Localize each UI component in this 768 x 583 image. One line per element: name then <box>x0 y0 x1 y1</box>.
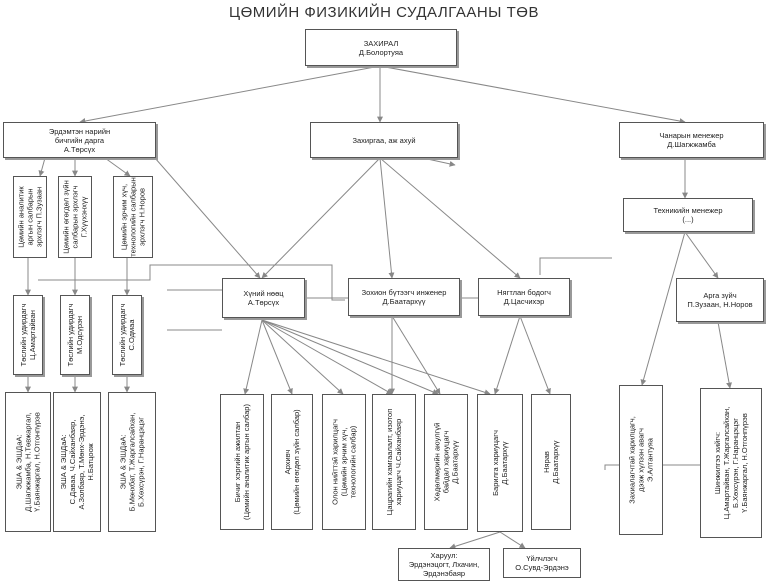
methodologist-title: Арга зүйч <box>703 291 737 300</box>
project-head-2: Төслийн удирдагч М.Одсүрэн <box>60 295 90 375</box>
staff-building: Барилга хариуцагч Д.Баатархүү <box>477 394 523 532</box>
lab-head-nuclear-data: Цөмийн өгөгдөл зүйн салбарын эрхлэгч Г.Х… <box>58 176 92 258</box>
hr-box: Хүний нөөц А.Төрсүх <box>222 278 305 318</box>
chart-title: ЦӨМИЙН ФИЗИКИЙН СУДАЛГААНЫ ТӨВ <box>229 4 539 21</box>
hr-title: Хүний нөөц <box>243 289 284 298</box>
design-engineer-name: Д.Баатархүү <box>382 297 426 306</box>
guards-box: Харуул: Эрдэнэцогт, Лхачин, Эрдэнэбаяр <box>398 548 490 581</box>
researchers-3: ЭША & ЭШДаА: Б.Мөнхбат, Т.Жаргалсайхан, … <box>108 392 156 532</box>
science-secretary-name: А.Төрсүх <box>63 144 96 154</box>
staff-occupational-safety: Хөдөлмөрийн аюулгүй байдал хариуцагч Д.Б… <box>424 394 468 530</box>
quality-manager-name: Д.Шагжжамба <box>667 140 716 149</box>
staff-client-relations: Захиалагчтай харилцагч, дээж хүлээн аваг… <box>619 385 663 535</box>
accountant-name: Д.Цасчихэр <box>503 297 545 306</box>
technical-manager-title: Техникийн менежер <box>653 206 723 215</box>
staff-archivist: Архивч (Цөмийн өгөгдөл зүйн салбар) <box>271 394 313 530</box>
design-engineer-box: Зохион бүтээгч инженер Д.Баатархүү <box>348 278 460 316</box>
staff-analysts: Шинжилгээ хийгч: Ц.Амартайван, Т.Жаргалс… <box>700 388 762 538</box>
director-name: Д.Болортуяа <box>358 47 404 57</box>
director-title: ЗАХИРАЛ <box>363 38 399 48</box>
staff-radiation-safety: Цацрагийн хамгаалалт, изотоп хариуцагч Ч… <box>372 394 416 530</box>
accountant-box: Нягтлан бодогч Д.Цасчихэр <box>478 278 570 316</box>
researchers-1: ЭША & ЭШДаА: Д.Шагжжамба, Н.Төвжаргал, Ү… <box>5 392 51 532</box>
design-engineer-title: Зохион бүтээгч инженер <box>361 288 447 297</box>
project-head-1: Төслийн удирдагч Ц.Амартайван <box>13 295 43 375</box>
project-head-3: Төслийн удирдагч С.Одмаа <box>112 295 142 375</box>
science-secretary-line-1: Эрдэмтэн нарийн <box>48 126 111 136</box>
methodologist-names: П.Зузаан, Н.Норов <box>687 300 753 309</box>
accountant-title: Нягтлан бодогч <box>497 288 551 297</box>
admin-box: Захиргаа, аж ахуй <box>310 122 458 158</box>
science-secretary-box: Эрдэмтэн нарийн бичгийн дарга А.Төрсүх <box>3 122 156 158</box>
staff-public-relations: Олон нийттэй харилцагч (Цөмийн эрчим хүч… <box>322 394 366 530</box>
science-secretary-line-2: бичгийн дарга <box>54 135 105 145</box>
lab-head-analytic: Цөмийн аналитик аргын салбарын эрхлэгч П… <box>13 176 47 258</box>
hr-name: А.Төрсүх <box>247 298 280 307</box>
methodologist-box: Арга зүйч П.Зузаан, Н.Норов <box>676 278 764 322</box>
technical-manager-box: Техникийн менежер (...) <box>623 198 753 232</box>
technical-manager-name: (...) <box>682 215 694 224</box>
janitor-box: Үйлчлэгч О.Сувд-Эрдэнэ <box>503 548 581 578</box>
lab-head-nuclear-energy: Цөмийн эрчим хүч, технологийн салбарын э… <box>113 176 153 258</box>
researchers-2: ЭША & ЭШДаА: С.Даваа, Ч.Сайханбаяр, А.Зо… <box>53 392 101 532</box>
director-box: ЗАХИРАЛ Д.Болортуяа <box>305 29 457 66</box>
quality-manager-box: Чанарын менежер Д.Шагжжамба <box>619 122 764 158</box>
admin-label: Захиргаа, аж ахуй <box>352 135 416 145</box>
staff-storekeeper: Нярав Д.Баатархүү <box>531 394 571 530</box>
quality-manager-title: Чанарын менежер <box>659 131 724 140</box>
staff-clerk: Бичиг хэргийн ажилтан (Цөмийн аналитик а… <box>220 394 264 530</box>
